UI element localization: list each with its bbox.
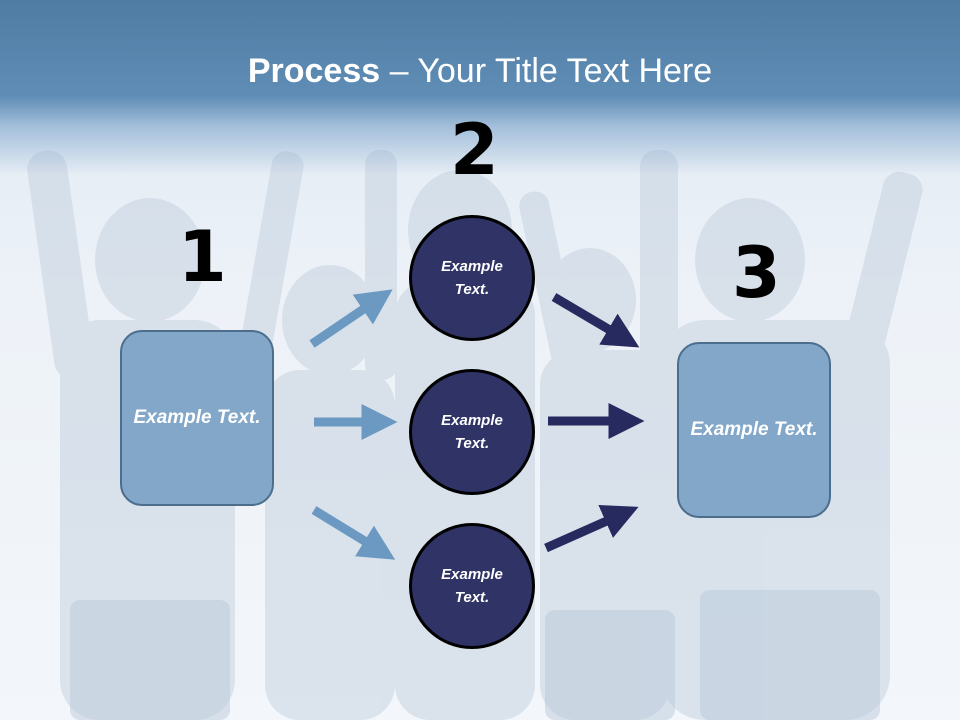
right-box: Example Text. (677, 342, 831, 518)
arrow-top-to-right (551, 293, 640, 348)
arrow-left-to-bottom (311, 506, 396, 560)
step-number-2: 2 (450, 109, 499, 191)
step-number-3: 3 (732, 232, 781, 314)
title-rest: – Your Title Text Here (380, 52, 713, 90)
slide-title: Process – Your Title Text Here (0, 52, 960, 91)
title-bold: Process (247, 52, 381, 90)
header-band (0, 0, 960, 175)
arrow-bottom-to-right (544, 505, 639, 553)
arrow-left-to-top (309, 289, 393, 348)
circle-bottom-text: Example Text. (441, 565, 503, 606)
left-box: Example Text. (120, 330, 274, 506)
step-number-1: 1 (178, 216, 227, 298)
circle-top: Example Text. (409, 215, 535, 341)
circle-middle-text: Example Text. (441, 411, 503, 452)
circle-bottom: Example Text. (409, 523, 535, 649)
left-box-text: Example Text. (133, 406, 261, 428)
circle-top-text: Example Text. (441, 257, 503, 298)
circle-middle: Example Text. (409, 369, 535, 495)
right-box-text: Example Text. (690, 418, 818, 440)
